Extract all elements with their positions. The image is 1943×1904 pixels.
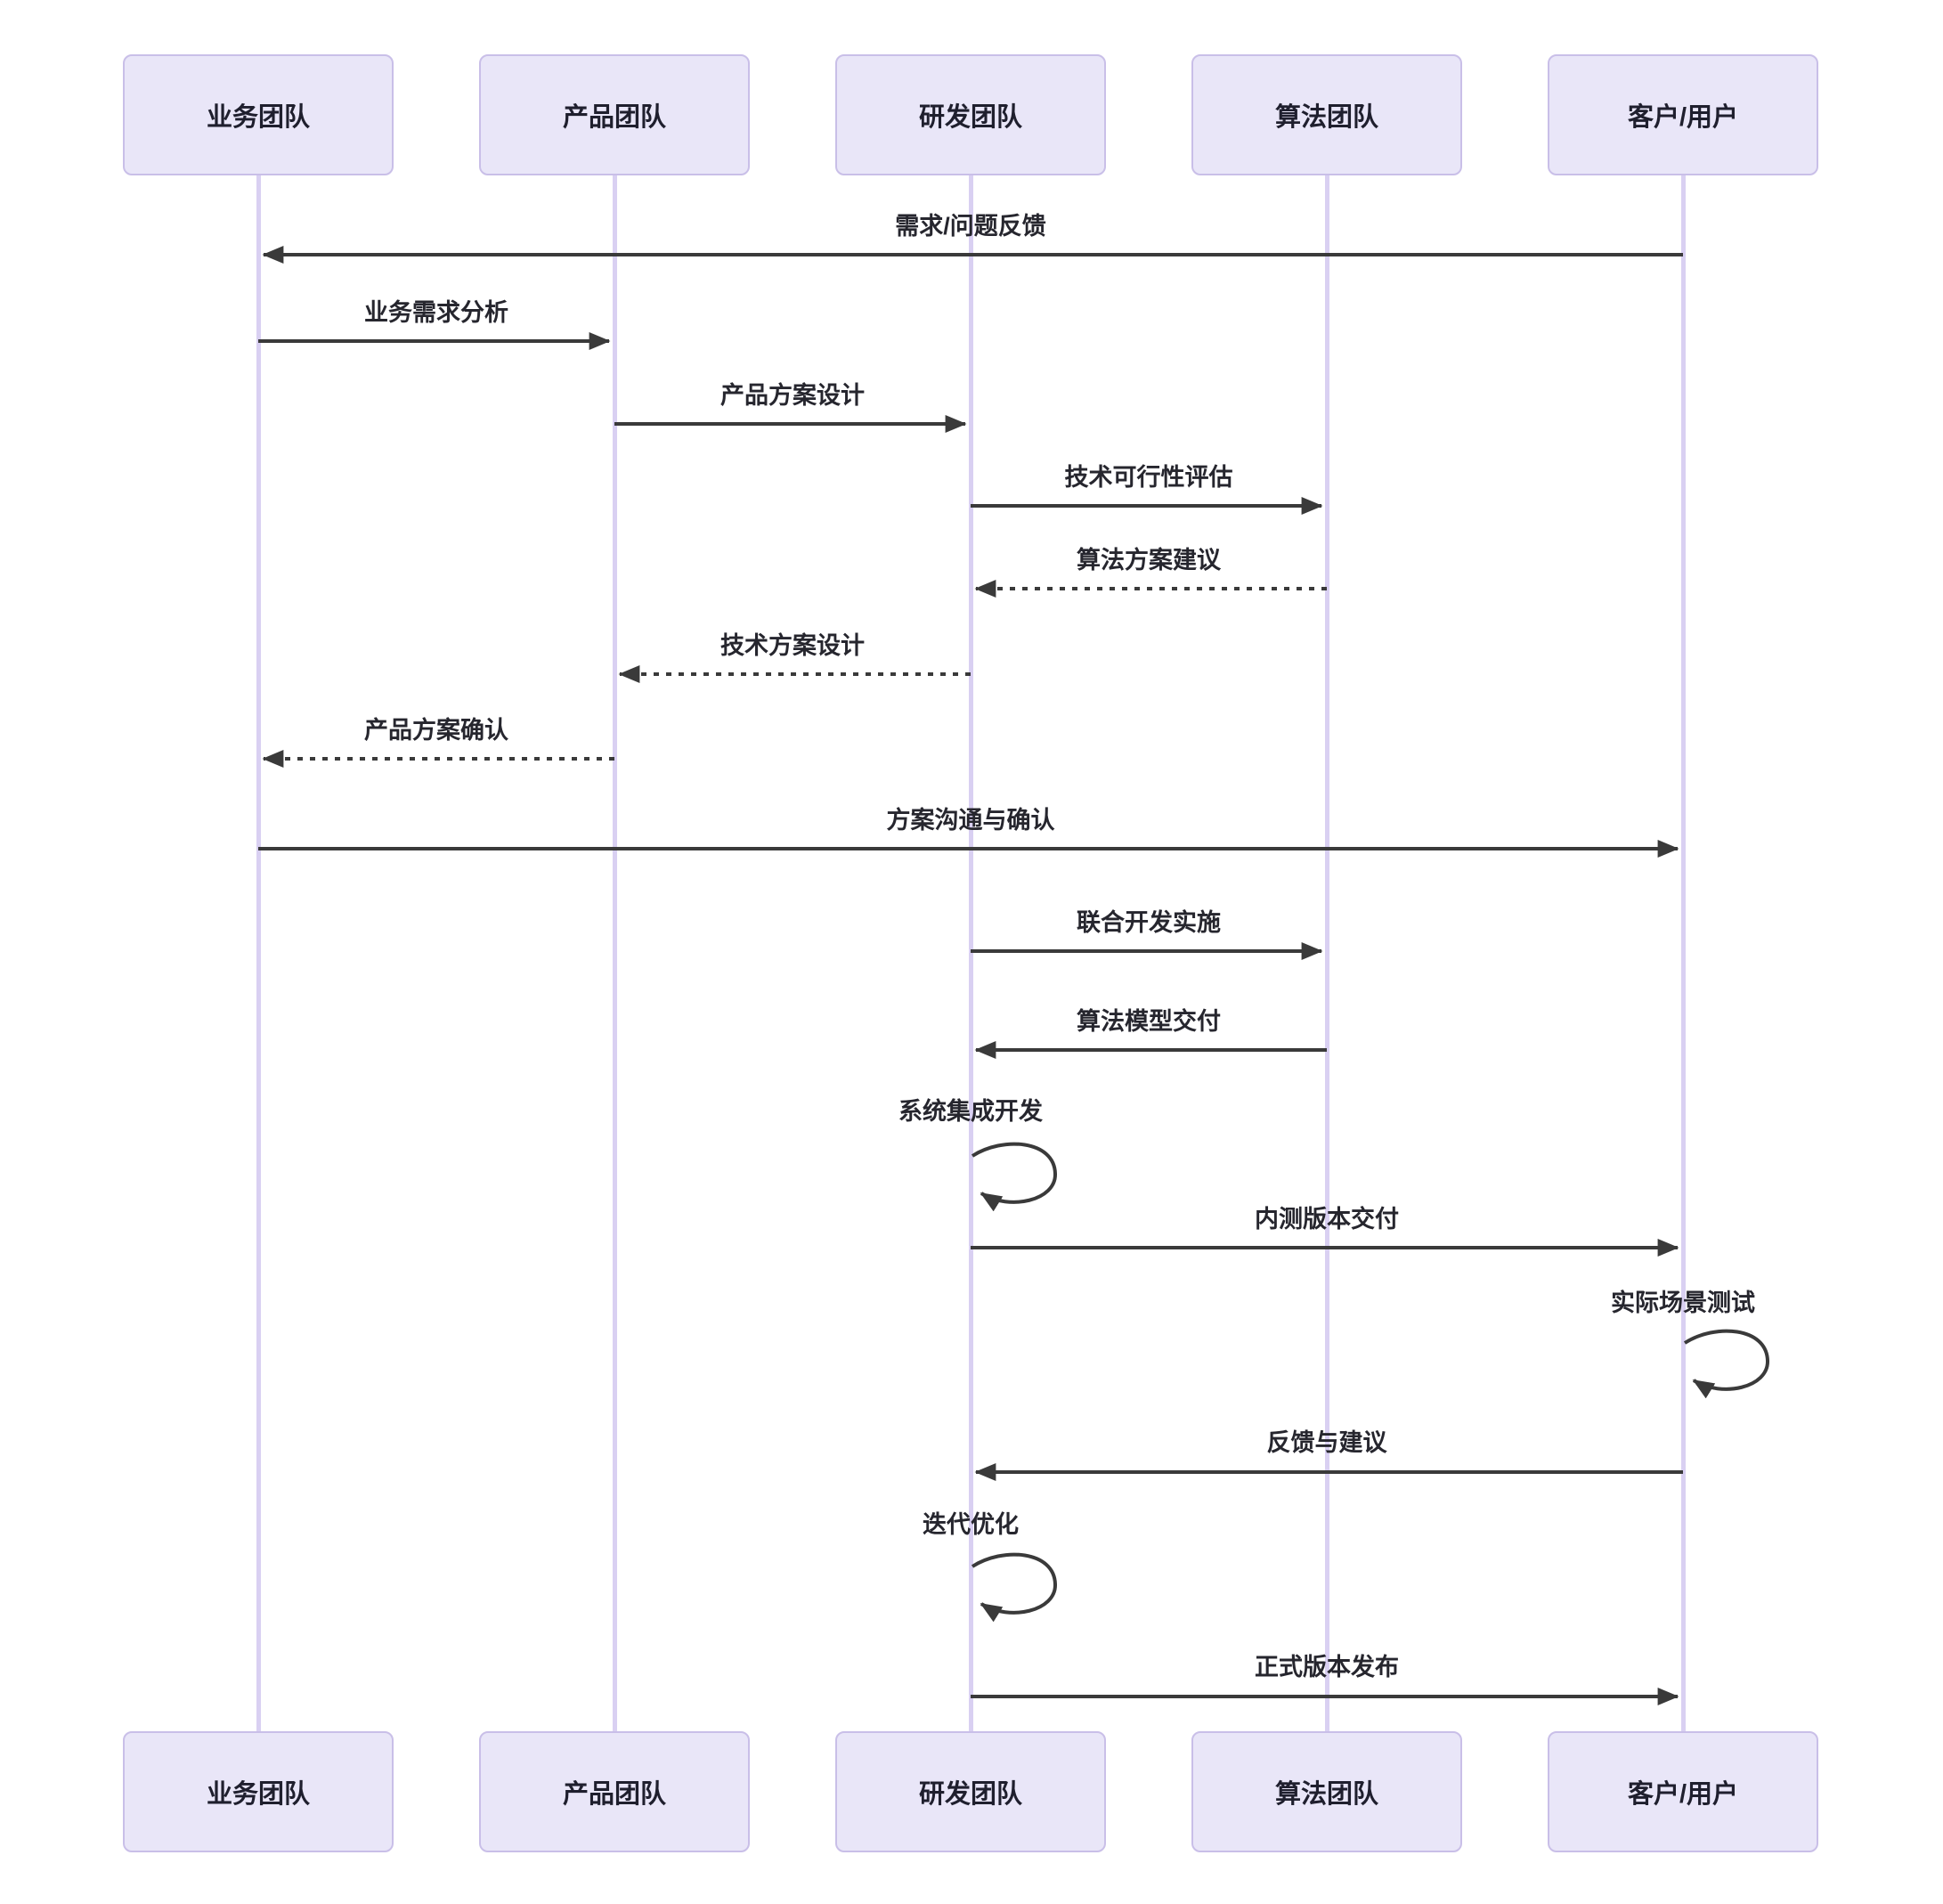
lifeline-customer-user [1681, 175, 1686, 1732]
message-label: 算法方案建议 [1077, 547, 1221, 574]
actor-bottom-customer-user: 客户/用户 [1548, 1731, 1818, 1852]
message-label: 业务需求分析 [364, 299, 508, 326]
actor-bottom-algorithm-team: 算法团队 [1191, 1731, 1462, 1852]
message-label: 技术可行性评估 [1064, 464, 1233, 491]
actor-top-business-team: 业务团队 [123, 54, 394, 175]
message-label: 实际场景测试 [1611, 1290, 1755, 1316]
message-label: 反馈与建议 [1266, 1429, 1387, 1456]
actor-top-rd-team: 研发团队 [835, 54, 1106, 175]
lifeline-product-team [613, 175, 617, 1732]
actor-top-algorithm-team: 算法团队 [1191, 54, 1462, 175]
message-label: 系统集成开发 [898, 1098, 1043, 1125]
actor-bottom-product-team: 产品团队 [479, 1731, 750, 1852]
lifeline-rd-team [969, 175, 973, 1732]
selfloop-iterative-optimization [971, 1552, 1058, 1623]
selfloop-system-integration-dev [971, 1142, 1058, 1212]
message-label: 需求/问题反馈 [895, 213, 1046, 240]
actor-bottom-rd-team: 研发团队 [835, 1731, 1106, 1852]
message-label: 技术方案设计 [720, 632, 865, 659]
selfloop-real-scenario-testing [1683, 1329, 1770, 1399]
lifeline-algorithm-team [1325, 175, 1329, 1732]
lifeline-business-team [256, 175, 261, 1732]
message-label: 正式版本发布 [1255, 1654, 1399, 1680]
message-label: 内测版本交付 [1255, 1206, 1399, 1233]
actor-bottom-business-team: 业务团队 [123, 1731, 394, 1852]
actor-top-product-team: 产品团队 [479, 54, 750, 175]
message-label: 迭代优化 [923, 1511, 1019, 1538]
message-label: 联合开发实施 [1077, 909, 1221, 936]
message-label: 产品方案确认 [364, 717, 508, 744]
actor-top-customer-user: 客户/用户 [1548, 54, 1818, 175]
message-label: 产品方案设计 [720, 382, 865, 409]
message-label: 算法模型交付 [1077, 1008, 1221, 1035]
message-label: 方案沟通与确认 [886, 807, 1055, 834]
